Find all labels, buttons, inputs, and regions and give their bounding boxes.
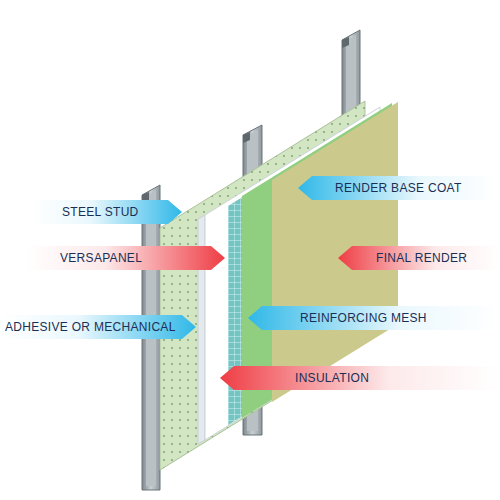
callout-label: INSULATION <box>295 371 369 385</box>
callout-tag: STEEL STUD <box>30 200 182 224</box>
tag-arrow <box>30 200 182 224</box>
callout-tag: RENDER BASE COAT <box>298 176 500 200</box>
callout-tag: REINFORCING MESH <box>248 306 500 330</box>
tag-arrow <box>0 315 196 339</box>
tag-arrow <box>220 366 500 390</box>
callout-label: REINFORCING MESH <box>300 311 427 325</box>
callout-tag: VERSAPANEL <box>25 246 225 270</box>
callout-tag: ADHESIVE OR MECHANICAL <box>0 315 196 339</box>
callout-label: FINAL RENDER <box>376 251 467 265</box>
callout-label: VERSAPANEL <box>60 251 142 265</box>
callout-label: RENDER BASE COAT <box>335 181 462 195</box>
tag-arrow <box>298 176 500 200</box>
tag-arrow <box>338 246 500 270</box>
callout-tag: FINAL RENDER <box>338 246 500 270</box>
callout-label: ADHESIVE OR MECHANICAL <box>5 320 176 334</box>
callout-label: STEEL STUD <box>62 205 139 219</box>
tag-arrow <box>248 306 500 330</box>
callout-tag: INSULATION <box>220 366 500 390</box>
tag-arrow <box>25 246 225 270</box>
